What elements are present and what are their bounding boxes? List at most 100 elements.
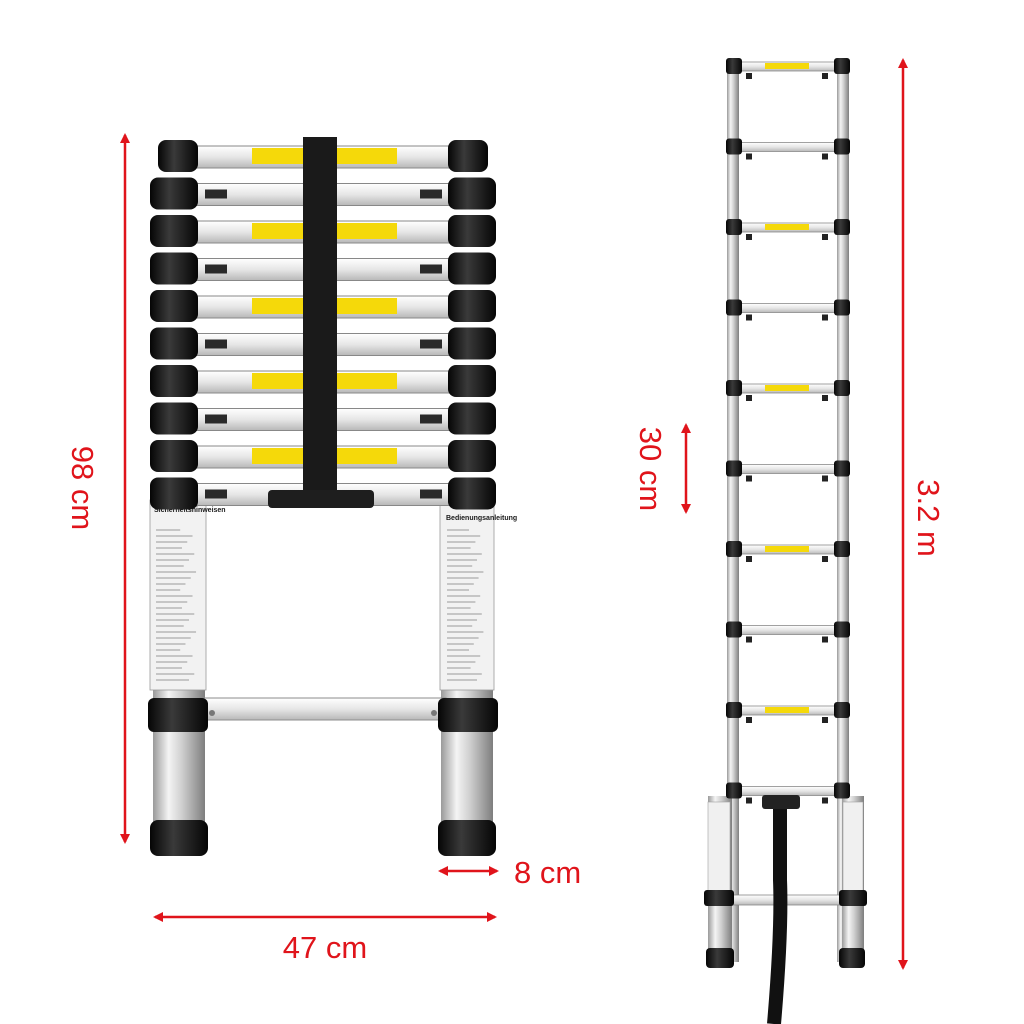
rung-cap-left	[150, 402, 198, 435]
width-label: 47 cm	[283, 930, 367, 965]
extended-collar-left	[704, 890, 734, 906]
rung-cap-right	[448, 140, 488, 172]
extended-rung-cap-right	[834, 380, 850, 396]
rung-slot	[205, 489, 227, 499]
instruction-sticker-text: Bedienungsanleitung	[446, 515, 517, 522]
rung-cap-right	[448, 327, 496, 360]
extended-rung-cap-left	[726, 782, 742, 799]
extended-ladder-icon	[704, 58, 867, 1024]
extended-rung-cap-left	[726, 299, 742, 316]
extended-warning-sticker	[765, 546, 809, 552]
extended-height-label: 3.2 m	[911, 479, 946, 557]
rung-slot	[205, 339, 227, 349]
extended-rung	[737, 786, 839, 796]
foot-cap-right	[438, 820, 496, 856]
extended-rung-tab	[746, 153, 752, 160]
carry-strap	[303, 137, 337, 502]
extended-warning-sticker	[765, 224, 809, 230]
rung-cap-left	[150, 327, 198, 360]
extended-rung-tab	[822, 475, 828, 482]
extended-rung-tab	[746, 73, 752, 79]
rung-slot	[420, 414, 442, 424]
extended-collar-right	[839, 890, 867, 906]
rung-slot	[420, 264, 442, 274]
extended-rung-cap-right	[834, 460, 850, 477]
extended-rung-tab	[822, 395, 828, 401]
rung-cap-right	[448, 440, 496, 472]
folded-collar-right	[438, 698, 498, 732]
rung-slot	[205, 189, 227, 199]
extended-rung-cap-right	[834, 782, 850, 799]
rivet-icon	[209, 710, 215, 716]
extended-right-rail	[837, 62, 849, 962]
rivet-icon	[431, 710, 437, 716]
extended-rung-cap-right	[834, 138, 850, 155]
extended-rung-cap-left	[726, 621, 742, 638]
extended-left-rail	[727, 62, 739, 962]
folded-collar-left	[148, 698, 208, 732]
rung-cap-right	[448, 402, 496, 435]
extended-rung-cap-left	[726, 58, 742, 74]
extended-rung-cap-left	[726, 219, 742, 235]
extended-rung-tab	[746, 314, 752, 321]
rung-cap-left	[150, 215, 198, 247]
extended-rung-tab	[822, 797, 828, 804]
extended-rung-cap-left	[726, 541, 742, 557]
extended-rung-tab	[746, 234, 752, 240]
rung-cap-left	[150, 440, 198, 472]
extended-rung-cap-right	[834, 58, 850, 74]
extended-rung-tab	[746, 797, 752, 804]
extended-rung-tab	[822, 636, 828, 643]
rung-cap-left	[158, 140, 198, 172]
rung-cap-left	[150, 290, 198, 322]
rung-cap-right	[448, 252, 496, 285]
rung-slot	[205, 414, 227, 424]
rung-cap-right	[448, 477, 496, 510]
extended-rung-tab	[822, 73, 828, 79]
rung-cap-left	[150, 365, 198, 397]
rung-cap-right	[448, 177, 496, 210]
extended-rung-tab	[822, 556, 828, 562]
extended-rung-cap-right	[834, 299, 850, 316]
rung-slot	[420, 339, 442, 349]
extended-warning-sticker	[765, 385, 809, 391]
rung-spacing-label: 30 cm	[633, 427, 668, 511]
rung-cap-left	[150, 177, 198, 210]
extended-foot-right	[839, 948, 865, 968]
strap-handle	[268, 490, 374, 508]
safety-sticker-left	[149, 499, 207, 691]
extended-rung	[737, 625, 839, 635]
extended-rung-stack	[726, 58, 850, 804]
extended-warning-sticker	[765, 63, 809, 69]
rung-cap-left	[150, 252, 198, 285]
extended-rung-cap-left	[726, 138, 742, 155]
rung-cap-left	[150, 477, 198, 510]
extended-rung-cap-left	[726, 380, 742, 396]
extended-rung-tab	[746, 717, 752, 723]
extended-rung-cap-left	[726, 702, 742, 718]
extended-rung	[737, 303, 839, 313]
foot-cap-left	[150, 820, 208, 856]
rung-slot	[420, 489, 442, 499]
rung-slot	[420, 189, 442, 199]
extended-rung-cap-right	[834, 621, 850, 638]
rung-cap-right	[448, 215, 496, 247]
extended-rung-cap-right	[834, 541, 850, 557]
extended-rung-cap-right	[834, 219, 850, 235]
extended-rung-tab	[746, 475, 752, 482]
extended-rung-tab	[746, 636, 752, 643]
extended-rung	[737, 464, 839, 474]
rung-cap-right	[448, 365, 496, 397]
extended-foot-left	[706, 948, 734, 968]
sticker-text-lines	[156, 529, 197, 681]
tube-diameter-label: 8 cm	[514, 855, 581, 890]
extended-warning-sticker	[765, 707, 809, 713]
extended-rung-cap-left	[726, 460, 742, 477]
extended-rung-cap-right	[834, 702, 850, 718]
sticker-text-lines	[447, 529, 484, 681]
extended-rung-tab	[822, 234, 828, 240]
strap-clip	[762, 795, 800, 809]
extended-rung	[737, 142, 839, 152]
hanging-strap	[767, 800, 788, 1024]
